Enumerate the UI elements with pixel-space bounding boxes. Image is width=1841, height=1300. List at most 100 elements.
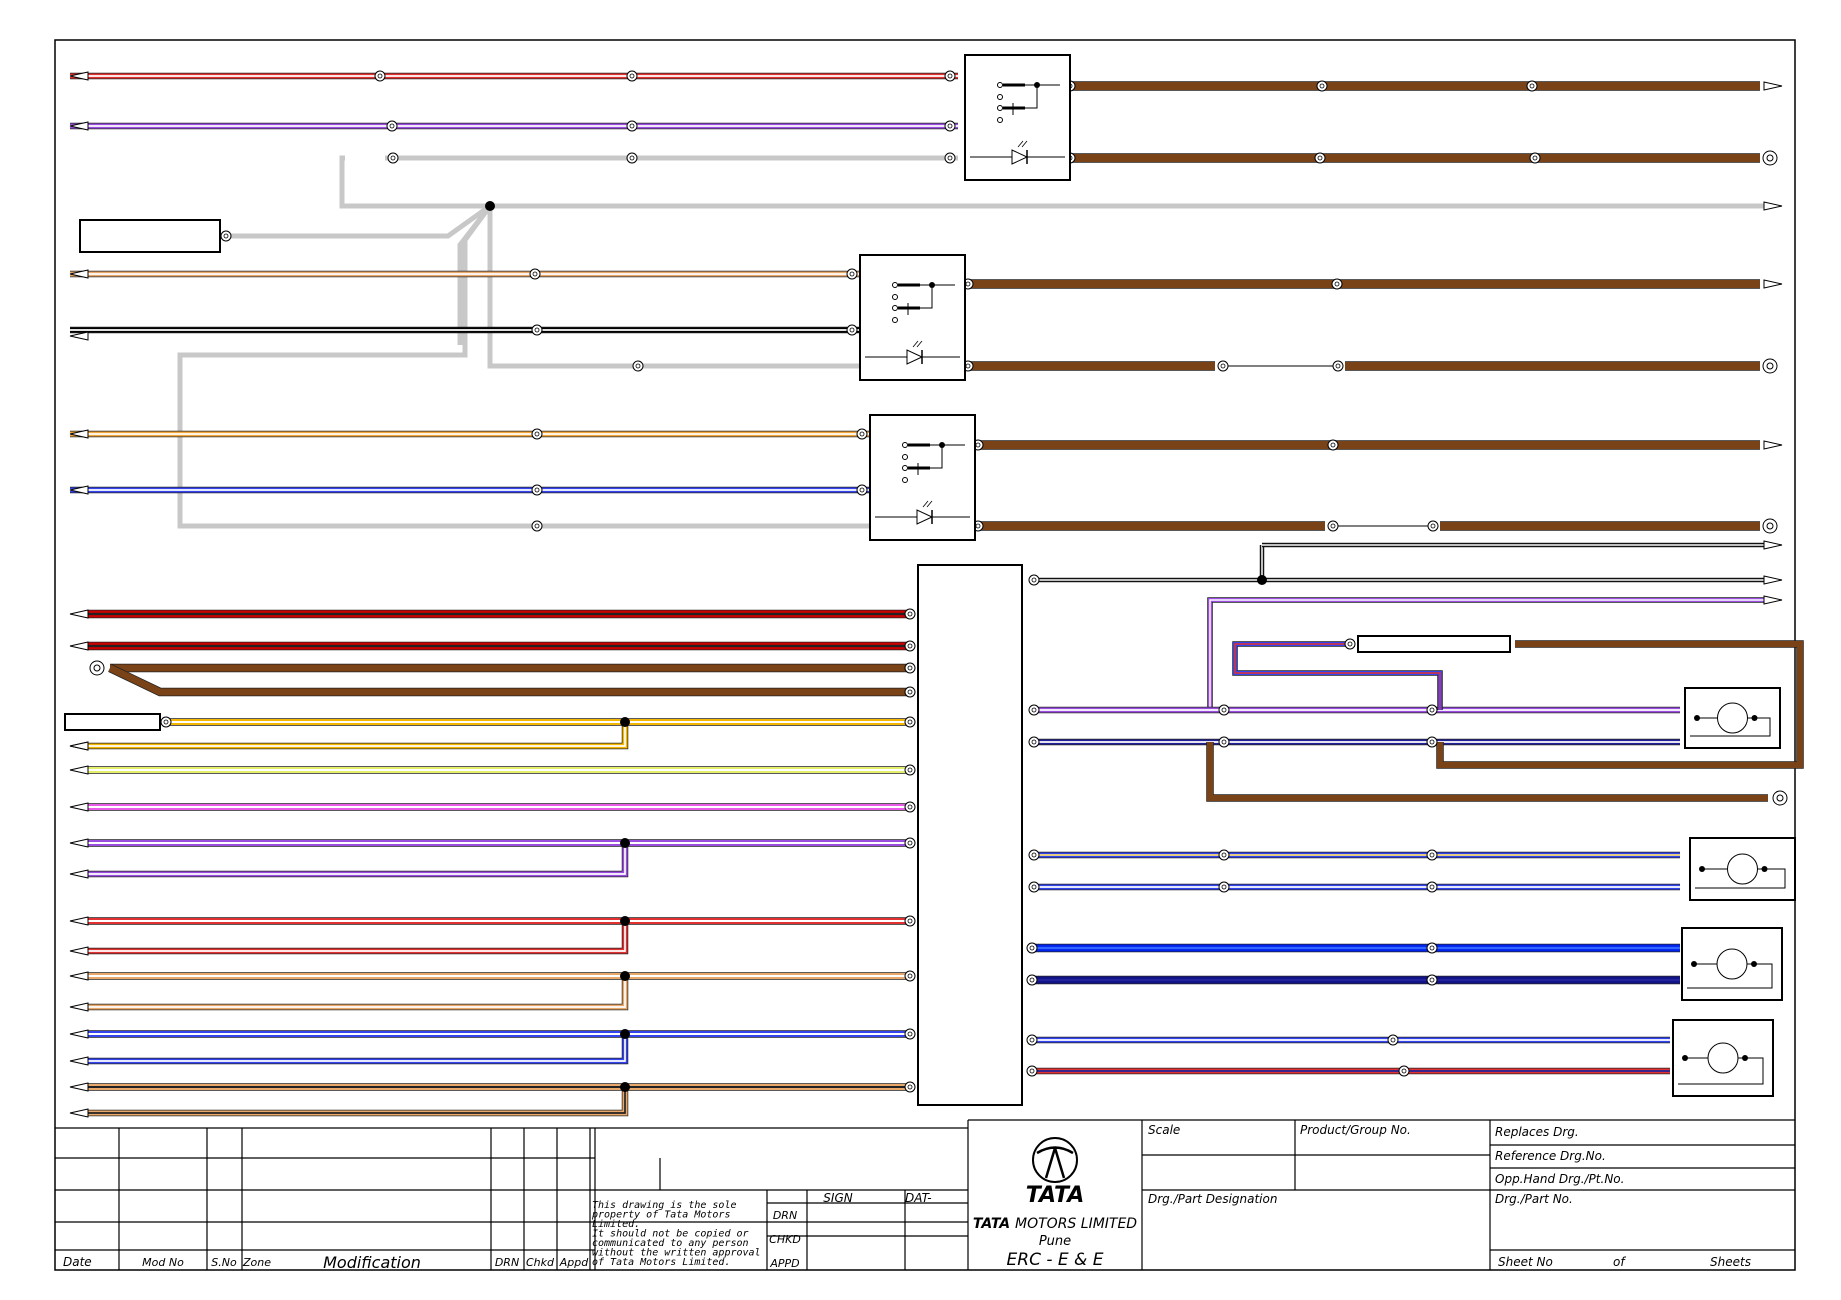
wire-stripe	[88, 1034, 626, 1062]
opp-hand-label: Opp.Hand Drg./Pt.No.	[1495, 1172, 1624, 1186]
motor-icon	[1717, 702, 1748, 734]
connector-pin-icon	[1335, 363, 1341, 369]
connector-pin-icon	[947, 123, 953, 129]
terminal-arrow-icon	[69, 869, 89, 879]
wire-stripe	[1030, 599, 1768, 711]
switch-contact-icon	[892, 305, 898, 311]
tata-logo-icon	[1032, 1137, 1078, 1183]
splice-icon	[1751, 961, 1757, 967]
splice-icon	[620, 971, 630, 981]
ring-terminal-hole-icon	[93, 664, 101, 672]
wire-outline	[1232, 641, 1443, 710]
motor-lead	[1678, 1057, 1764, 1085]
label-box	[64, 713, 161, 731]
connector-pin-icon	[907, 973, 913, 979]
splice-icon	[620, 916, 630, 926]
splice-icon	[1742, 1055, 1748, 1061]
connector-pin-icon	[629, 73, 635, 79]
rev-header-appd: Appd	[559, 1256, 589, 1269]
ring-terminal-hole-icon	[1766, 362, 1774, 370]
connector-pin-icon	[907, 840, 913, 846]
wire	[228, 203, 492, 239]
switch-contact-icon	[902, 442, 908, 448]
wire	[1207, 742, 1768, 801]
led-ray	[922, 500, 929, 508]
connector-pin-icon	[629, 155, 635, 161]
terminal-arrow-icon	[69, 1108, 89, 1118]
rev-header-date: Date	[63, 1255, 92, 1269]
switch-contact-icon	[997, 105, 1003, 111]
led-icon	[916, 509, 934, 525]
wire	[88, 921, 628, 954]
splice-icon	[1682, 1055, 1688, 1061]
drawing-border	[54, 39, 1796, 1271]
connector-pin-icon	[907, 665, 913, 671]
splice-icon	[1699, 866, 1705, 872]
switch-lead	[920, 285, 933, 309]
wire-stripe	[88, 843, 626, 875]
terminal-arrow-icon	[69, 641, 89, 651]
switch-contact-icon	[902, 477, 908, 483]
terminal-arrow-icon	[1763, 81, 1783, 91]
wire-outline	[88, 843, 629, 878]
symbols-layer	[64, 54, 1796, 1118]
wire-outline	[88, 1034, 629, 1065]
reference-label: Reference Drg.No.	[1495, 1149, 1606, 1163]
splice-icon	[620, 1029, 630, 1039]
connector-pin-icon	[532, 271, 538, 277]
wires-layer	[70, 72, 1804, 1117]
splice-icon	[485, 201, 495, 211]
connector-pin-icon	[1029, 1037, 1035, 1043]
connector-pin-icon	[907, 611, 913, 617]
terminal-arrow-icon	[69, 429, 89, 439]
connector-pin-icon	[163, 719, 169, 725]
wire	[88, 1034, 628, 1064]
splice-icon	[939, 442, 945, 448]
terminal-arrow-icon	[69, 1056, 89, 1066]
switch-contact-icon	[997, 117, 1003, 123]
copyright-notice: of Tata Motors Limited.	[592, 1257, 730, 1268]
terminal-arrow-icon	[69, 1082, 89, 1092]
motor-icon	[1707, 1042, 1739, 1074]
connector-pin-icon	[223, 233, 229, 239]
wire-stripe	[88, 976, 626, 1008]
splice-icon	[1751, 715, 1758, 721]
connector-pin-icon	[907, 1084, 913, 1090]
sheet-no-label: Sheet No	[1498, 1255, 1553, 1269]
led-ray	[912, 340, 919, 348]
terminal-arrow-icon	[69, 71, 89, 81]
connector-pin-icon	[534, 327, 540, 333]
splice-icon	[1034, 82, 1040, 88]
connector-pin-icon	[1429, 852, 1435, 858]
terminal-arrow-icon	[1763, 279, 1783, 289]
tata-logo-mark	[1036, 1146, 1074, 1179]
terminal-arrow-icon	[1763, 595, 1783, 605]
sheets-label: Sheets	[1710, 1255, 1751, 1269]
connector-pin-icon	[907, 804, 913, 810]
terminal-arrow-icon	[69, 269, 89, 279]
part-no-label: Drg./Part No.	[1495, 1192, 1573, 1206]
connector-pin-icon	[859, 487, 865, 493]
connector-pin-icon	[975, 442, 981, 448]
switch-contact-icon	[997, 82, 1003, 88]
switch-contact-icon	[892, 282, 898, 288]
wire-stripe	[1234, 643, 1441, 710]
connector-pin-icon	[1029, 1068, 1035, 1074]
connector-pin-icon	[534, 431, 540, 437]
wire	[88, 843, 628, 877]
ring-terminal-hole-icon	[1766, 522, 1774, 530]
connector-pin-icon	[1029, 945, 1035, 951]
connector-pin-icon	[965, 281, 971, 287]
copyright-notice: Limited.	[592, 1219, 640, 1230]
connector-pin-icon	[907, 1031, 913, 1037]
led-icon	[906, 349, 924, 365]
terminal-arrow-icon	[69, 741, 89, 751]
connector-pin-icon	[907, 719, 913, 725]
connector-pin-icon	[1031, 739, 1037, 745]
rev-header-zone: Zone	[242, 1256, 271, 1269]
terminal-arrow-icon	[69, 1002, 89, 1012]
connector-pin-icon	[1031, 707, 1037, 713]
connector-pin-icon	[1031, 577, 1037, 583]
motor-icon	[1716, 948, 1748, 980]
splice-icon	[620, 717, 630, 727]
